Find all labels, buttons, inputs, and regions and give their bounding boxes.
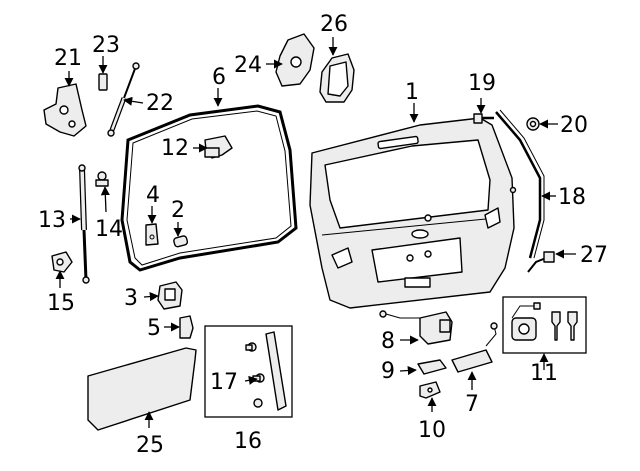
callout-22: 22 — [146, 91, 174, 116]
cushion — [173, 235, 189, 248]
callout-18: 18 — [558, 185, 586, 210]
bolt — [473, 113, 494, 124]
hinge-cover — [275, 33, 315, 87]
handle-bezel — [417, 359, 447, 375]
cover-26 — [319, 53, 355, 103]
striker — [157, 281, 183, 310]
callout-16: 16 — [234, 429, 262, 454]
callout-4: 4 — [146, 183, 160, 208]
wire-27 — [527, 251, 555, 273]
callout-1: 1 — [405, 80, 419, 105]
upper-bracket — [43, 83, 87, 137]
callout-17: 17 — [210, 370, 238, 395]
weatherstrip — [120, 104, 298, 272]
callout-13: 13 — [38, 208, 66, 233]
callout-2: 2 — [171, 198, 185, 223]
trim-clip-box — [204, 325, 293, 418]
side-weatherstrip — [495, 109, 545, 259]
grommet — [526, 117, 540, 131]
callout-11: 11 — [530, 361, 558, 386]
callout-14: 14 — [95, 217, 123, 242]
leader-lines — [55, 37, 576, 428]
callout-24: 24 — [234, 53, 262, 78]
liftgate-shell — [309, 117, 515, 309]
callout-9: 9 — [381, 359, 395, 384]
lift-support — [78, 164, 90, 284]
latch-actuator — [379, 310, 453, 345]
ball-stud — [95, 171, 109, 187]
callout-25: 25 — [136, 433, 164, 458]
trim-panel — [87, 347, 197, 431]
window-strut — [107, 62, 140, 137]
callout-27: 27 — [580, 243, 608, 268]
callout-20: 20 — [560, 113, 588, 138]
liftgate-hinge — [204, 135, 233, 159]
bracket-10 — [419, 381, 441, 399]
callout-labels: 1 2 3 4 5 6 7 8 9 10 11 12 13 14 15 16 1… — [38, 12, 608, 458]
callout-8: 8 — [381, 329, 395, 354]
bumper — [179, 315, 194, 339]
clip-23 — [98, 73, 108, 91]
callout-12: 12 — [161, 136, 189, 161]
bumper-stop — [145, 223, 159, 246]
callout-15: 15 — [47, 291, 75, 316]
callout-26: 26 — [320, 12, 348, 37]
lower-bracket — [51, 251, 73, 273]
callout-23: 23 — [92, 33, 120, 58]
callout-5: 5 — [147, 316, 161, 341]
callout-7: 7 — [465, 392, 479, 417]
callout-21: 21 — [54, 46, 82, 71]
outside-handle — [451, 322, 498, 373]
lock-set-box — [502, 296, 587, 354]
callout-10: 10 — [418, 418, 446, 443]
callout-3: 3 — [124, 286, 138, 311]
callout-19: 19 — [468, 71, 496, 96]
callout-6: 6 — [212, 65, 226, 90]
